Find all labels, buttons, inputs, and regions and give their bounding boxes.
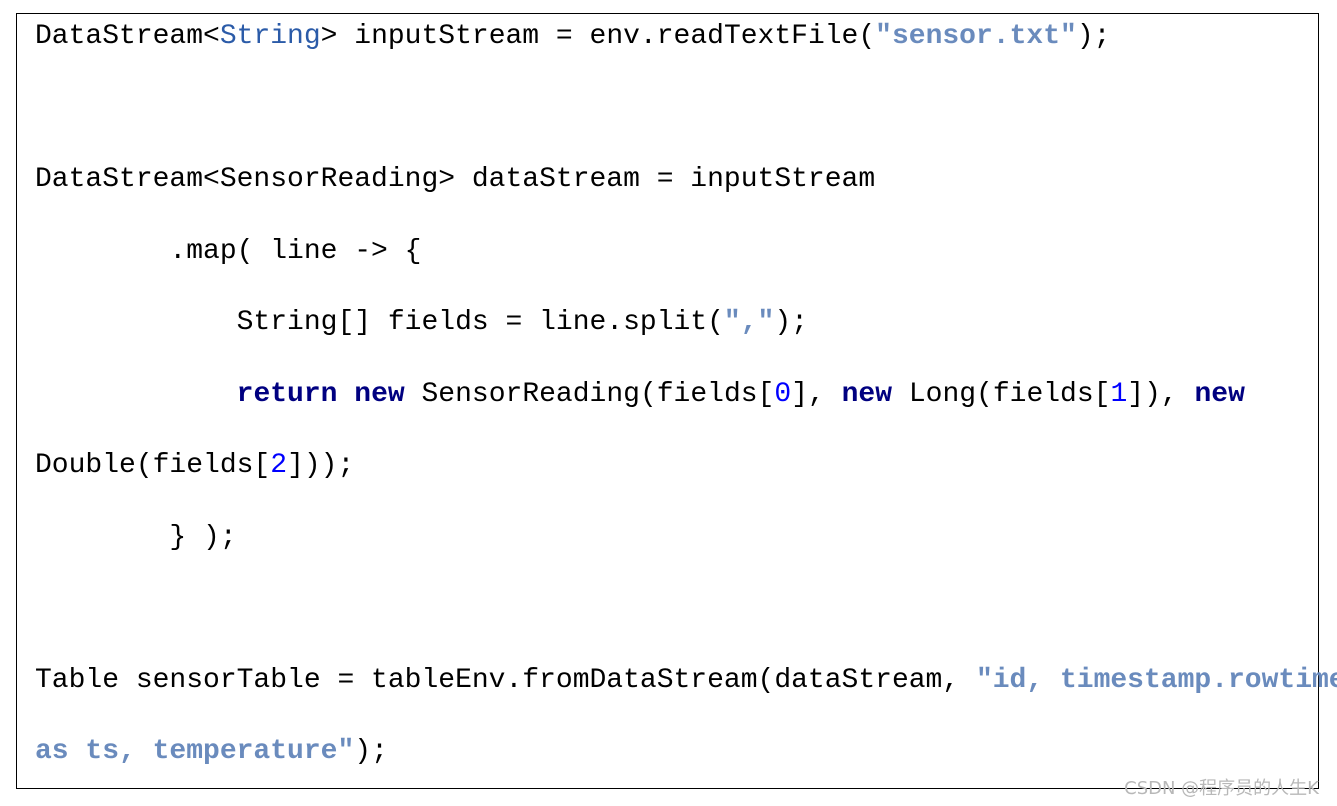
code-token-kw: return [236, 378, 338, 410]
code-line: } ); [35, 518, 237, 558]
code-token-num: 2 [270, 450, 288, 481]
code-line: Double(fields[2])); [35, 446, 354, 486]
code-token: } ); [35, 521, 237, 553]
code-line: return new SensorReading(fields[0], new … [35, 375, 1245, 415]
code-token-num: 1 [1110, 378, 1128, 410]
code-token [35, 379, 237, 410]
code-line: DataStream<SensorReading> dataStream = i… [35, 160, 875, 200]
code-token: ])); [287, 450, 355, 481]
code-token: DataStream<SensorReading> dataStream = i… [35, 164, 876, 195]
code-token-type: String [219, 21, 321, 52]
code-token-str: "id, timestamp.rowtime [975, 664, 1337, 696]
code-token: ); [774, 307, 808, 338]
code-token-str: "sensor.txt" [875, 21, 1077, 52]
code-token: ); [354, 736, 388, 767]
code-token-kw: new [1194, 378, 1245, 410]
code-token: SensorReading(fields[ [404, 378, 775, 410]
code-token: DataStream< [35, 21, 220, 52]
code-token: String[] fields = line.split( [35, 307, 724, 338]
code-token: Double(fields[ [35, 450, 271, 481]
code-token-str: "," [723, 307, 775, 338]
code-token-str: as ts, temperature" [35, 736, 355, 767]
code-token-num: 0 [774, 378, 792, 410]
code-token-kw: new [354, 378, 405, 410]
code-token: Long(fields[ [892, 378, 1111, 410]
code-token: ]), [1127, 378, 1195, 410]
code-token: .map( line -> { [35, 235, 422, 267]
code-token-kw: new [841, 378, 893, 410]
code-line: .map( line -> { [35, 232, 421, 272]
code-token [337, 379, 354, 410]
code-line: DataStream<String> inputStream = env.rea… [35, 17, 1110, 57]
code-line: String[] fields = line.split(","); [35, 303, 808, 343]
watermark: CSDN @程序员的人生K [1124, 778, 1319, 799]
code-token: ); [1076, 21, 1111, 52]
code-token: ], [791, 378, 842, 410]
code-block: DataStream<String> inputStream = env.rea… [16, 13, 1337, 789]
code-line: Table sensorTable = tableEnv.fromDataStr… [35, 661, 1337, 701]
code-token: > inputStream = env.readTextFile( [320, 21, 876, 52]
code-token: Table sensorTable = tableEnv.fromDataStr… [35, 664, 976, 696]
code-line: as ts, temperature"); [35, 732, 388, 772]
